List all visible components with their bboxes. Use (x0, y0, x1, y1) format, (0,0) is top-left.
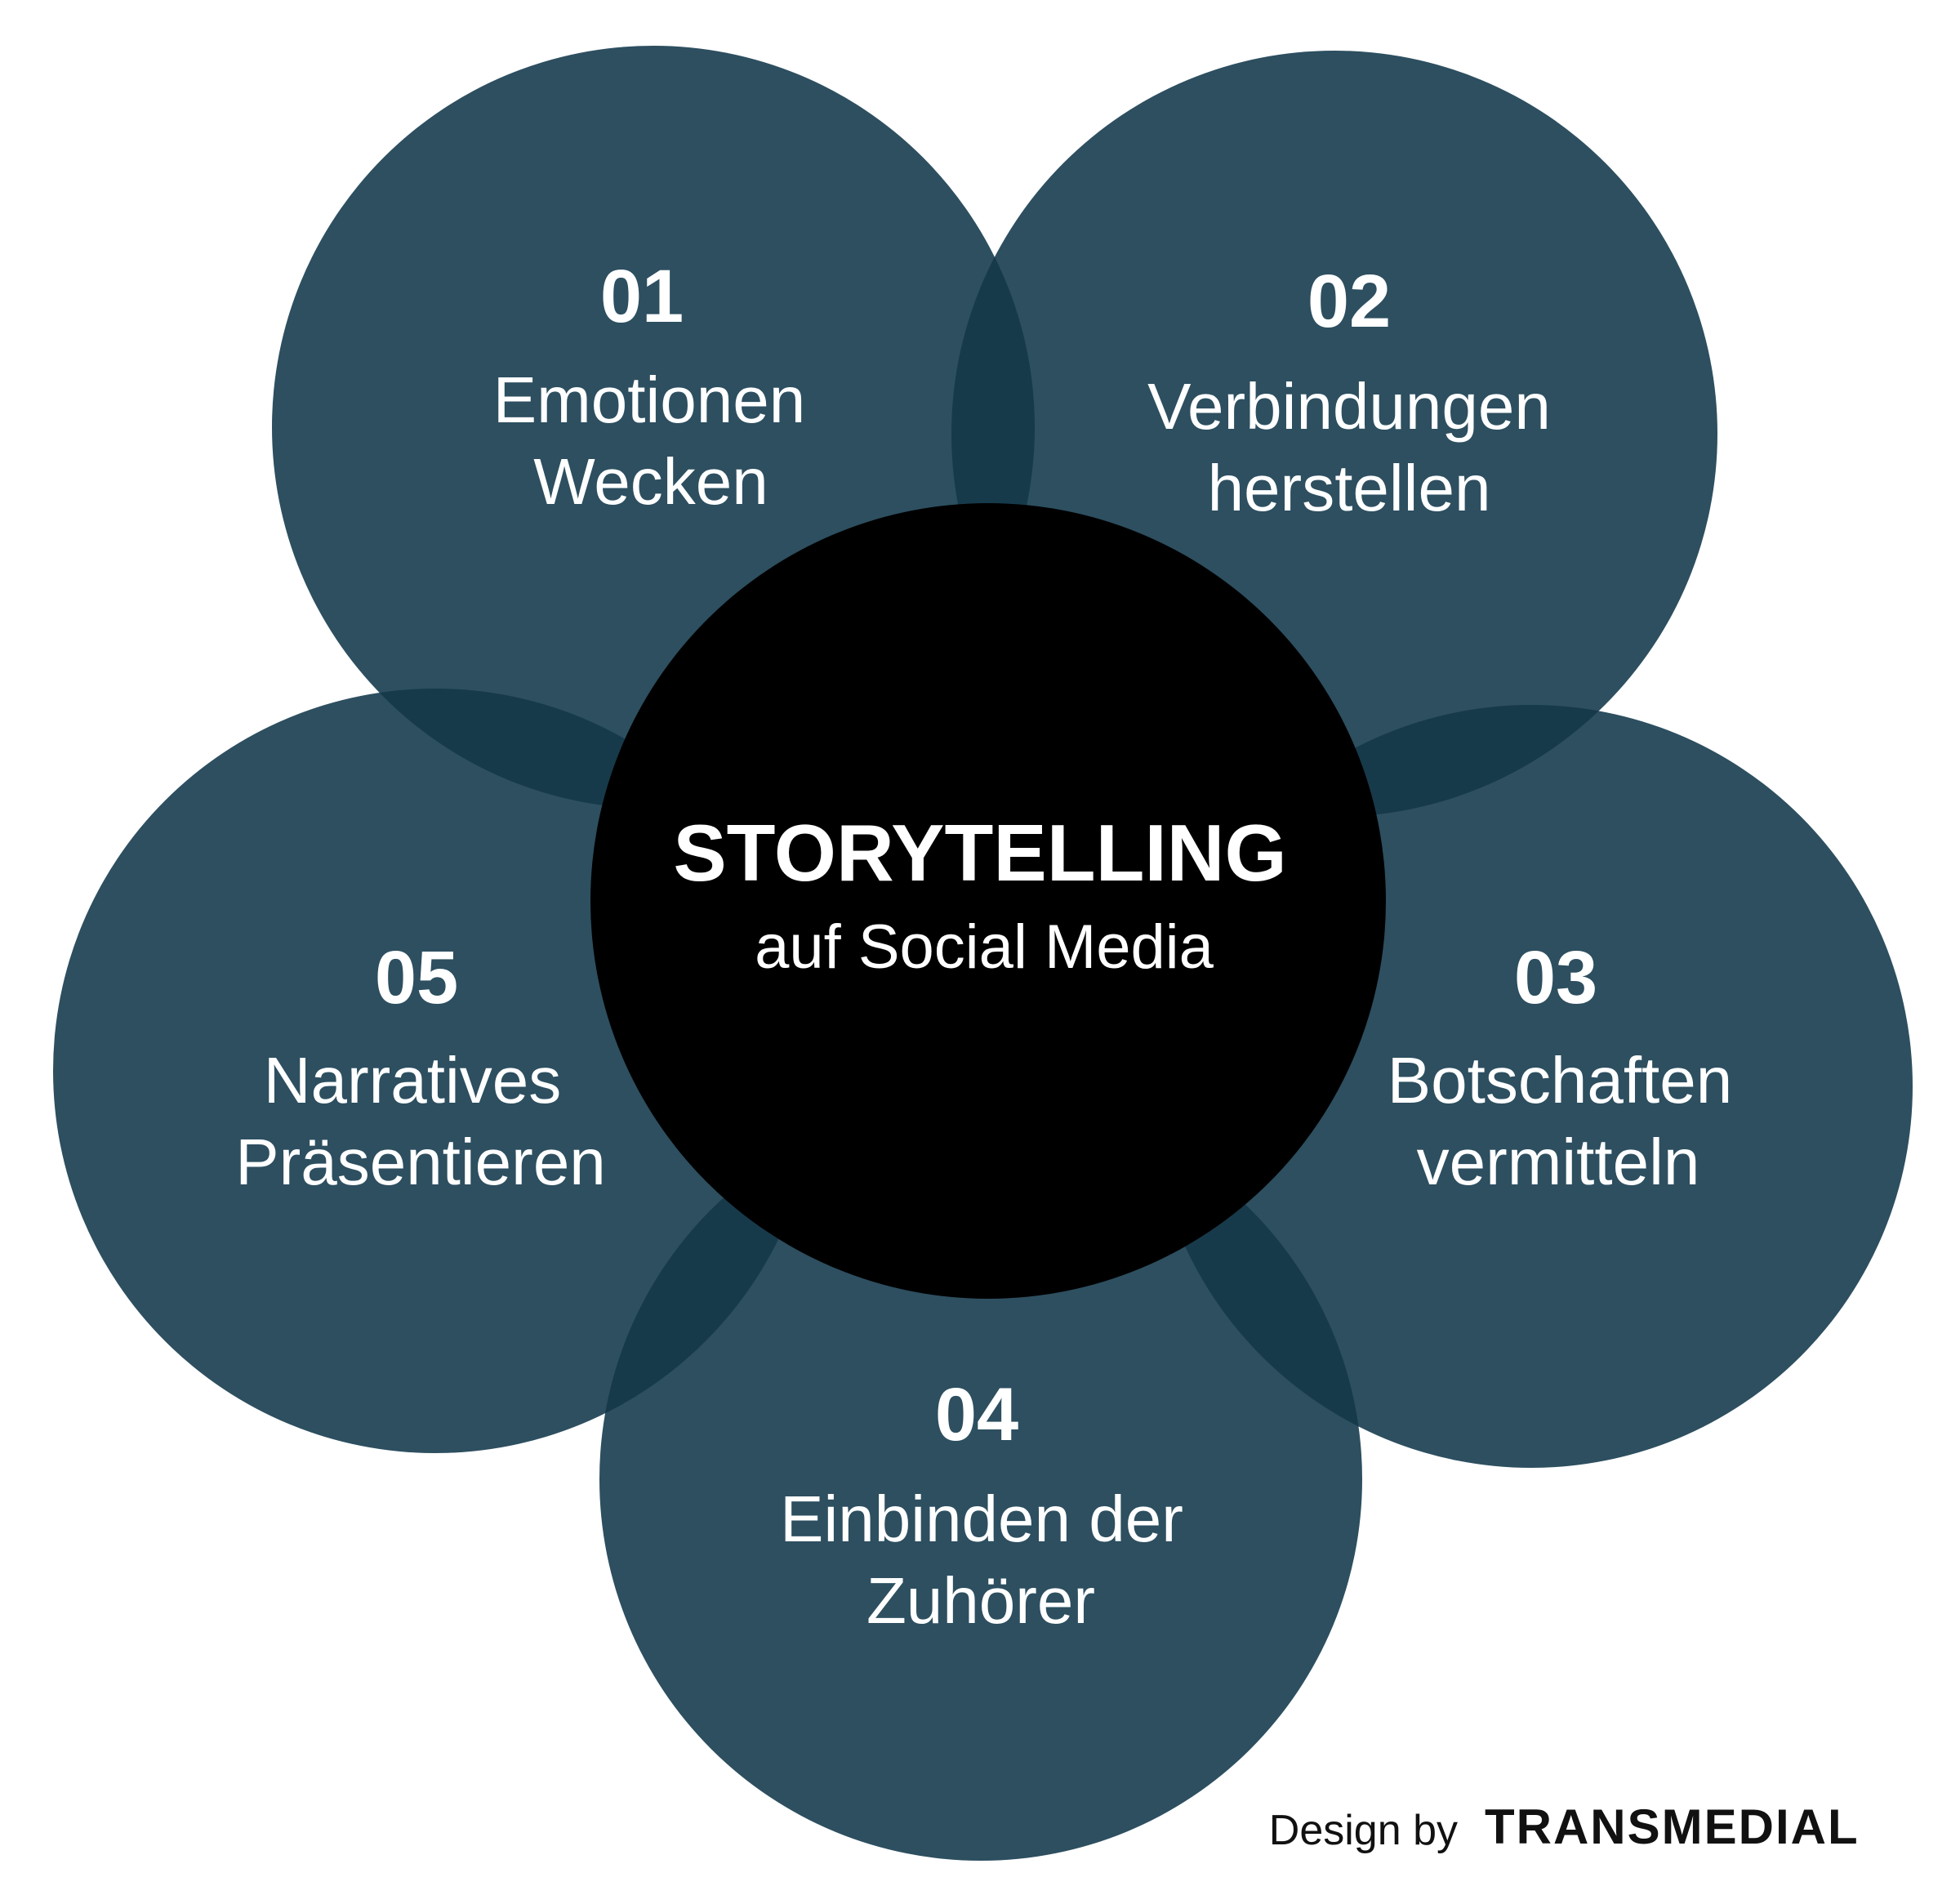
petal-number: 01 (600, 255, 684, 338)
petal-label-line1: Verbindungen (1147, 370, 1551, 443)
center-circle (590, 503, 1386, 1299)
petal-01: 01 Emotionen Wecken (493, 255, 805, 518)
petal-03: 03 Botschaften vermitteln (1388, 936, 1733, 1198)
petal-label-line1: Botschaften (1388, 1044, 1733, 1117)
petal-label-line1: Narratives (264, 1044, 562, 1117)
petal-label-line2: Präsentieren (235, 1126, 606, 1198)
petal-label-line2: Zuhörer (866, 1564, 1095, 1637)
petal-number: 03 (1514, 936, 1597, 1019)
petal-number: 05 (375, 936, 458, 1019)
petal-circles (53, 46, 1913, 1861)
petal-label-line1: Einbinden der (780, 1483, 1183, 1555)
petal-circle-04 (599, 1098, 1362, 1861)
center-subtitle: auf Social Media (755, 912, 1214, 982)
center-title: STORYTELLING (673, 808, 1286, 898)
petal-04: 04 Einbinden der Zuhörer (780, 1373, 1183, 1637)
petal-02: 02 Verbindungen herstellen (1147, 260, 1551, 524)
petal-05: 05 Narratives Präsentieren (235, 936, 606, 1198)
petal-label-line2: Wecken (533, 445, 768, 518)
credit-brand-logo: TRANSMEDIAL (1485, 1799, 1860, 1854)
petal-number: 02 (1307, 260, 1391, 343)
petal-label-line2: vermitteln (1417, 1126, 1700, 1198)
credit-prefix: Design by (1269, 1807, 1458, 1854)
design-credit: Design by TRANSMEDIAL (1269, 1799, 1860, 1854)
petal-label-line1: Emotionen (493, 363, 805, 436)
petal-label-line2: herstellen (1208, 452, 1491, 524)
petal-number: 04 (935, 1373, 1018, 1456)
